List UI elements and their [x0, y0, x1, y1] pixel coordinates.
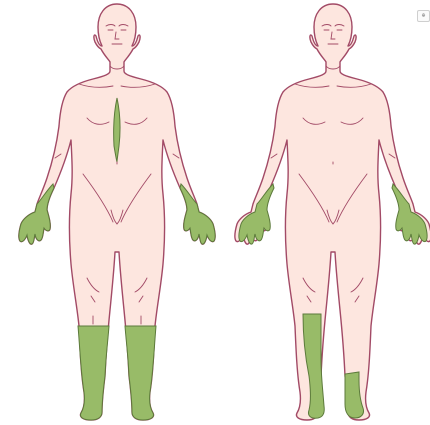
front-body-outline	[19, 4, 215, 420]
zoom-icon[interactable]: ⊕	[417, 10, 430, 22]
front-figure	[19, 4, 215, 420]
front-affected-regions	[19, 98, 215, 420]
front-right-leg-region	[125, 326, 156, 420]
back-figure	[235, 4, 430, 420]
front-left-leg-region	[78, 326, 109, 420]
back-left-hand-region	[239, 184, 274, 244]
zoom-icon-glyph: ⊕	[422, 12, 426, 19]
back-right-hand-region	[392, 184, 427, 244]
